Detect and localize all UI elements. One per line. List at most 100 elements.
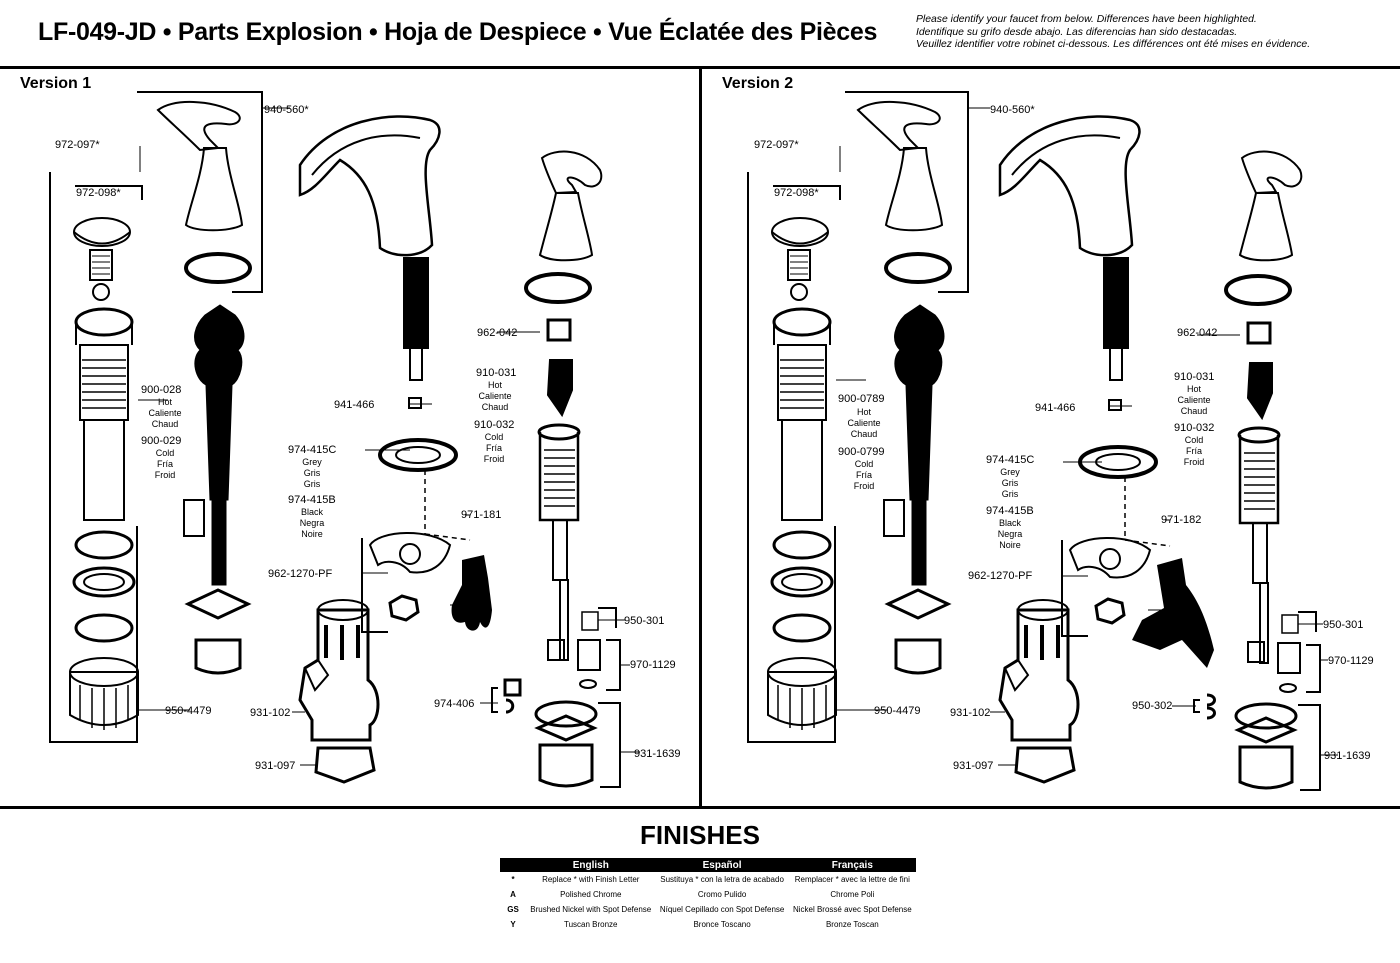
v1-label-974-415C: 974-415C (288, 444, 336, 456)
v1-label-931-097: 931-097 (255, 760, 295, 772)
v1-label-972-098: 972-098* (76, 187, 121, 199)
v1-label-972-097: 972-097* (55, 139, 100, 151)
v2-label-950-302: 950-302 (1132, 700, 1172, 712)
instruction-french: Veuillez identifier votre robinet ci-des… (916, 39, 1311, 50)
v1-label-931-102: 931-102 (250, 707, 290, 719)
finishes-header-spanish: Español (655, 858, 789, 872)
v2-label-974-415B: 974-415B (986, 505, 1034, 517)
finish-code: * (511, 875, 515, 884)
v2-label-972-097: 972-097* (754, 139, 799, 151)
v2-label-972-098: 972-098* (774, 187, 819, 199)
v2-900-0799-cold-en: Cold (855, 459, 874, 469)
v1-label-950-301: 950-301 (624, 615, 664, 627)
v1-hot-es: Caliente (478, 391, 511, 401)
finishes-header-french: Français (788, 858, 916, 872)
v2-900-0789-hot-en: Hot (857, 407, 872, 417)
v2-label-974-415C: 974-415C (986, 454, 1034, 466)
v1-label-931-1639: 931-1639 (634, 748, 681, 760)
v1-grey-en: Grey (302, 457, 322, 467)
finishes-title: FINISHES (640, 820, 760, 850)
hose-connector-y-black (1132, 558, 1214, 668)
v2-label-962-1270-PF: 962-1270-PF (968, 570, 1032, 582)
v1-label-941-466: 941-466 (334, 399, 374, 411)
v2-label-931-097: 931-097 (953, 760, 993, 772)
v2-hot-fr: Chaud (1181, 406, 1208, 416)
hose-connector-black (451, 555, 492, 631)
v2-900-0789-hot-fr: Chaud (851, 429, 878, 439)
v2-black-en: Black (999, 518, 1022, 528)
v2-label-962-042: 962-042 (1177, 327, 1217, 339)
v1-label-974-406: 974-406 (434, 698, 474, 710)
v2-cold-es: Fría (1186, 446, 1202, 456)
finish-french: Bronze Toscan (825, 920, 879, 929)
identification-instructions: Please identify your faucet from below. … (916, 14, 1386, 52)
drain-tailpiece (83, 420, 125, 521)
finish-code: A (510, 890, 516, 899)
valve-body-nut (314, 746, 376, 784)
v1-900-029-cold-es: Fría (157, 459, 173, 469)
v2-label-971-182: 971-182 (1161, 514, 1201, 526)
v2-black-es: Negra (998, 529, 1023, 539)
finish-french: Nickel Brossé avec Spot Defense (792, 905, 912, 914)
v2-black-fr: Noire (999, 540, 1021, 550)
v1-label-910-031: 910-031 (476, 367, 516, 379)
spout-body (298, 115, 441, 257)
mounting-horseshoe (368, 532, 452, 574)
v1-label-900-029: 900-029 (141, 435, 181, 447)
finish-code: GS (507, 905, 519, 914)
drain-stopper-cap (73, 217, 131, 247)
v1-label-940-560: 940-560* (264, 104, 309, 116)
v2-grey-es: Gris (1002, 478, 1019, 488)
finish-french: Chrome Poli (830, 890, 875, 899)
finishes-header-code (500, 858, 526, 872)
v2-hot-en: Hot (1187, 384, 1202, 394)
v2-label-940-560: 940-560* (990, 104, 1035, 116)
v1-black-fr: Noire (301, 529, 323, 539)
finishes-header-row: English Español Français (500, 858, 916, 872)
left-handle-lever (156, 101, 241, 152)
version1-exploded-diagram: 940-560* 972-097* 972-098* 962-042 910-0… (49, 91, 681, 788)
valve-body-right (538, 432, 580, 522)
v2-900-0799-cold-fr: Froid (854, 481, 875, 491)
version2-title: Version 2 (722, 75, 794, 92)
v1-cold-fr: Froid (484, 454, 505, 464)
v1-900-028-hot-es: Caliente (148, 408, 181, 418)
v2-label-931-1639: 931-1639 (1324, 750, 1371, 762)
v1-cold-es: Fría (486, 443, 502, 453)
version2-exploded-diagram: 940-560* 972-097* 972-098* 962-042 910-0… (747, 91, 1374, 791)
v2-label-910-031: 910-031 (1174, 371, 1214, 383)
v2-label-950-301: 950-301 (1323, 619, 1363, 631)
finish-code: Y (510, 920, 516, 929)
lift-rod-black (194, 304, 245, 501)
instruction-english: Please identify your faucet from below. … (916, 14, 1257, 25)
v1-hot-fr: Chaud (482, 402, 509, 412)
finish-english: Tuscan Bronze (564, 920, 618, 929)
spout-gasket (378, 438, 458, 472)
v1-cold-en: Cold (485, 432, 504, 442)
v1-grey-fr: Gris (304, 479, 321, 489)
v2-label-941-466: 941-466 (1035, 402, 1075, 414)
finish-english: Polished Chrome (560, 890, 622, 899)
left-handle-body (184, 147, 244, 232)
v1-label-974-415B: 974-415B (288, 494, 336, 506)
v1-black-en: Black (301, 507, 324, 517)
finish-spanish: Bronce Toscano (693, 920, 751, 929)
lift-rod-nut (194, 638, 242, 675)
finish-english: Brushed Nickel with Spot Defense (530, 905, 652, 914)
finishes-table: English Español Français * Replace * wit… (500, 858, 916, 932)
v2-900-0789-hot-es: Caliente (847, 418, 880, 428)
v1-black-es: Negra (300, 518, 325, 528)
v1-grey-es: Gris (304, 468, 321, 478)
v1-label-900-028: 900-028 (141, 384, 181, 396)
table-row: * Replace * with Finish Letter Sustituya… (500, 872, 916, 887)
v1-900-028-hot-fr: Chaud (152, 419, 179, 429)
v2-hot-es: Caliente (1177, 395, 1210, 405)
finishes-header-english: English (526, 858, 656, 872)
v2-grey-en: Grey (1000, 467, 1020, 477)
v1-900-029-cold-en: Cold (156, 448, 175, 458)
drain-body-threaded (79, 344, 129, 421)
v2-label-900-0789: 900-0789 (838, 393, 885, 405)
table-row: Y Tuscan Bronze Bronce Toscano Bronze To… (500, 917, 916, 932)
table-row: GS Brushed Nickel with Spot Defense Níqu… (500, 902, 916, 917)
v2-cold-fr: Froid (1184, 457, 1205, 467)
